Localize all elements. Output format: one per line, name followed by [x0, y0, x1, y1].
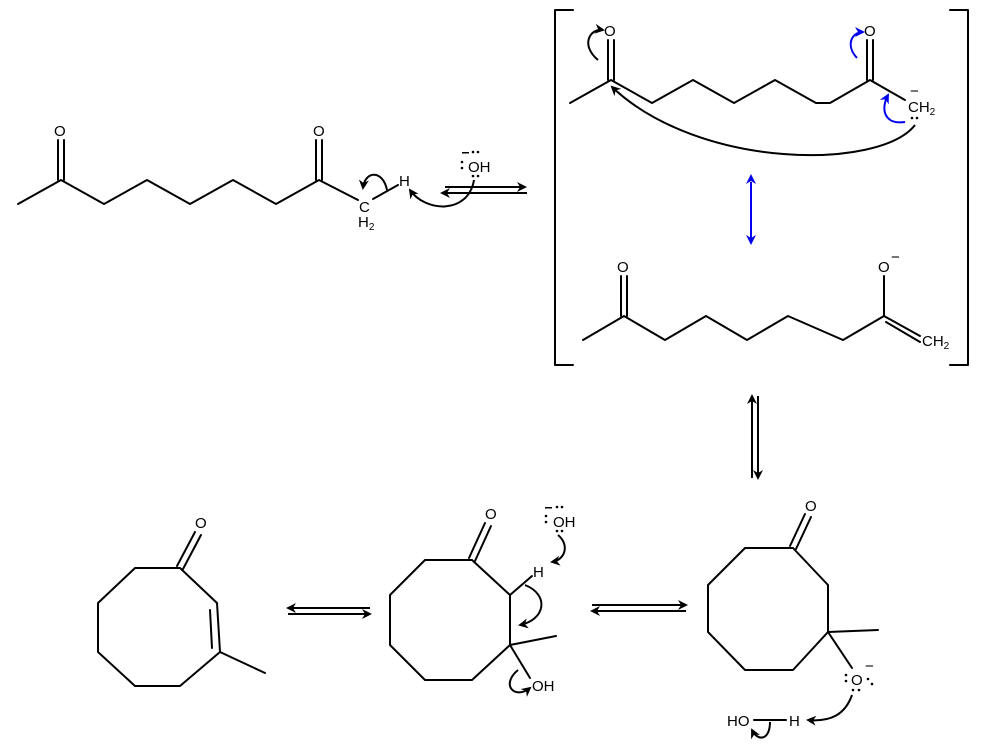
equilibrium-arrow — [590, 600, 688, 616]
hydrogen-label: H — [399, 173, 410, 190]
hydrogen-label: H — [789, 713, 800, 730]
ch2-label: CH2 — [908, 99, 936, 118]
carbanion-resonance-form: O O CH2 − — [569, 23, 936, 157]
aldol-elimination-intermediate: O H OH OH — [389, 505, 576, 697]
charge-label: − — [865, 658, 874, 675]
curved-arrow — [358, 173, 388, 191]
ch2-label: CH2 — [922, 333, 950, 352]
enolate-resonance-form: O O − CH2 — [582, 249, 950, 352]
hydroxide-ion: OH — [408, 150, 491, 208]
curved-arrow — [508, 669, 532, 697]
curved-arrow — [806, 694, 853, 726]
charge-label: − — [891, 249, 900, 266]
h2-label: H2 — [358, 214, 375, 233]
carbon-label: C — [359, 199, 370, 216]
curved-arrow — [550, 534, 566, 566]
diketone-molecule: O O C H2 H — [17, 123, 410, 233]
oxygen-label: O — [617, 259, 629, 276]
oxygen-label: O — [54, 123, 66, 140]
oxygen-label: O — [864, 23, 876, 40]
oxygen-label: O — [195, 515, 207, 532]
cyclooctenone-product: O — [97, 515, 266, 687]
curved-arrow-blue — [849, 27, 865, 59]
oxygen-label: O — [485, 506, 497, 523]
curved-arrow-blue — [879, 93, 906, 124]
water-ho-label: HO — [727, 713, 750, 730]
oxygen-label: O — [878, 259, 890, 276]
hydroxide-label: OH — [468, 159, 491, 176]
alkoxide-intermediate: O O − HO H — [707, 498, 879, 740]
oxygen-label: O — [604, 23, 616, 40]
equilibrium-arrow-vertical — [747, 394, 763, 480]
hydroxide-label: OH — [532, 678, 555, 695]
curved-arrow — [587, 23, 605, 61]
right-bracket — [949, 9, 969, 366]
oxygen-label: O — [805, 498, 817, 515]
charge-label: − — [910, 83, 919, 100]
curved-arrow — [751, 721, 771, 740]
left-bracket — [554, 9, 574, 366]
curved-arrow — [408, 179, 475, 208]
curved-arrow — [610, 85, 916, 157]
oxygen-label: O — [851, 672, 863, 689]
curved-arrow — [518, 584, 543, 629]
hydrogen-label: H — [533, 564, 544, 581]
hydroxide-label: OH — [553, 514, 576, 531]
equilibrium-arrow — [440, 182, 527, 198]
equilibrium-arrow — [286, 603, 372, 619]
oxygen-label: O — [313, 123, 325, 140]
